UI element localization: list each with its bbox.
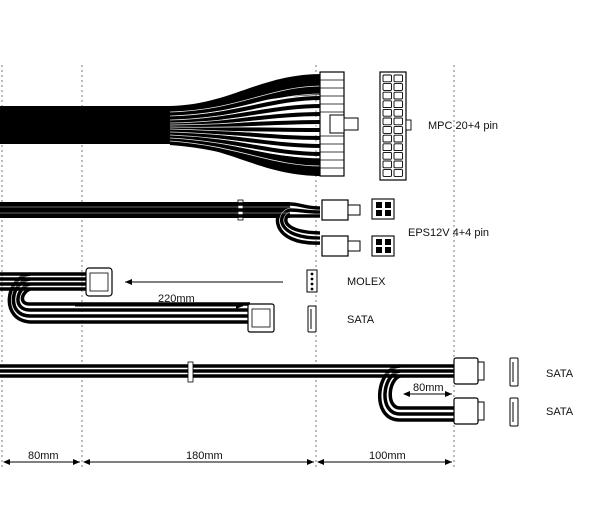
connector-pin bbox=[382, 126, 392, 134]
label-mpc: MPC 20+4 pin bbox=[428, 120, 498, 132]
sata-connector-right-1 bbox=[453, 357, 479, 385]
sata-connector-right-2 bbox=[453, 397, 479, 425]
dimension-row: 80mm 180mm 100mm bbox=[3, 450, 452, 465]
connector-pin bbox=[382, 160, 392, 169]
connector-pin bbox=[393, 151, 403, 160]
dimension-seg-3: 100mm bbox=[369, 450, 406, 462]
label-sata-right-1: SATA bbox=[546, 368, 574, 380]
connector-pin bbox=[393, 91, 403, 100]
main-atx-cable: MPC 20+4 pin bbox=[0, 71, 498, 181]
main-connector-latch bbox=[329, 114, 345, 134]
connector-pin bbox=[382, 83, 392, 91]
sata-icon-right-1 bbox=[509, 357, 519, 387]
label-eps: EPS12V 4+4 pin bbox=[408, 227, 489, 239]
connector-pin bbox=[382, 108, 392, 117]
sata-cable: 80mm SATA SATA bbox=[0, 357, 574, 427]
connector-pin bbox=[382, 74, 392, 83]
connector-pin bbox=[382, 134, 392, 143]
connector-pin bbox=[382, 100, 392, 109]
connector-pin bbox=[393, 100, 403, 109]
connector-pin bbox=[393, 169, 403, 177]
dimension-bottom-span: 80mm bbox=[413, 382, 444, 394]
label-molex: MOLEX bbox=[347, 276, 386, 288]
connector-pin bbox=[393, 83, 403, 91]
molex-icon bbox=[306, 269, 318, 293]
dimension-mid-span: 220mm bbox=[158, 293, 195, 305]
connector-pin bbox=[393, 74, 403, 83]
connector-pin bbox=[393, 160, 403, 169]
connector-pin bbox=[393, 126, 403, 134]
connector-pin bbox=[393, 143, 403, 152]
dimension-seg-2: 180mm bbox=[186, 450, 223, 462]
label-sata-mid: SATA bbox=[347, 314, 375, 326]
connector-pin bbox=[382, 143, 392, 152]
label-sata-right-2: SATA bbox=[546, 406, 574, 418]
connector-pin bbox=[393, 117, 403, 126]
connector-pin bbox=[382, 151, 392, 160]
eps-cable: EPS12V 4+4 pin bbox=[0, 198, 489, 257]
connector-pin bbox=[393, 108, 403, 117]
eps-connector-2 bbox=[321, 235, 349, 257]
connector-pin bbox=[393, 134, 403, 143]
connector-pin bbox=[382, 117, 392, 126]
main-cable-fan-top bbox=[170, 74, 322, 114]
sata-icon-mid bbox=[307, 305, 317, 333]
main-cable-sleeve bbox=[0, 106, 175, 144]
eps-connector-1 bbox=[321, 199, 349, 221]
connector-pin bbox=[382, 169, 392, 177]
connector-pin bbox=[382, 91, 392, 100]
peripheral-cable: 220mm MOLEX SATA bbox=[0, 267, 386, 333]
sata-icon-right-2 bbox=[509, 397, 519, 427]
dimension-seg-1: 80mm bbox=[28, 450, 59, 462]
main-connector-pins bbox=[382, 74, 403, 177]
